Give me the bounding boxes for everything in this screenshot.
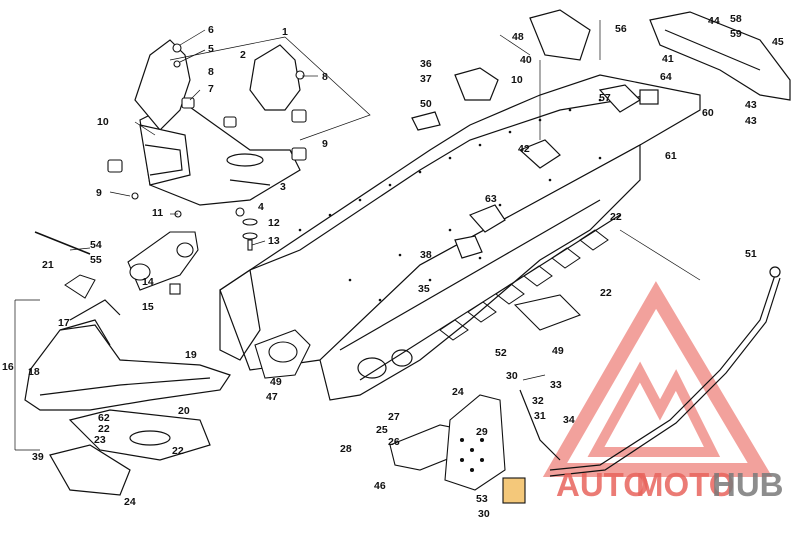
callout-6: 6 xyxy=(208,24,214,36)
callout-37: 37 xyxy=(420,73,432,85)
callout-56: 56 xyxy=(615,23,627,35)
callout-7: 7 xyxy=(208,83,214,95)
callout-16: 16 xyxy=(2,361,14,373)
callout-10: 10 xyxy=(511,74,523,86)
callout-41: 41 xyxy=(662,53,674,65)
callout-52: 52 xyxy=(495,347,507,359)
steering-mount xyxy=(127,231,199,295)
callout-5: 5 xyxy=(208,43,214,55)
callout-28: 28 xyxy=(340,443,352,455)
callout-43: 43 xyxy=(745,99,757,111)
watermark-text: AUTO MOTO HUB xyxy=(556,466,784,503)
callout-17: 17 xyxy=(58,317,70,329)
callout-24: 24 xyxy=(452,386,464,398)
watermark-logo xyxy=(542,281,773,477)
callout-8: 8 xyxy=(208,66,214,78)
callout-2: 2 xyxy=(240,49,246,61)
callout-43: 43 xyxy=(745,115,757,127)
callout-67: 67 xyxy=(0,0,12,3)
callout-9: 9 xyxy=(96,187,102,199)
callout-64: 64 xyxy=(660,71,672,83)
callout-20: 20 xyxy=(178,405,190,417)
callout-61: 61 xyxy=(665,150,677,162)
callout-40: 40 xyxy=(520,54,532,66)
callout-48: 48 xyxy=(512,31,524,43)
callout-39: 39 xyxy=(32,451,44,463)
callout-19: 19 xyxy=(185,349,197,361)
callout-50: 50 xyxy=(420,98,432,110)
rear-bumper xyxy=(519,266,781,477)
callout-54: 54 xyxy=(90,239,102,251)
callout-47: 47 xyxy=(266,391,278,403)
callout-25: 25 xyxy=(376,424,388,436)
callout-36: 36 xyxy=(420,58,432,70)
callout-35: 35 xyxy=(418,283,430,295)
callout-63: 63 xyxy=(485,193,497,205)
callout-33: 33 xyxy=(550,379,562,391)
callout-11: 11 xyxy=(152,207,163,219)
callout-49: 49 xyxy=(270,376,282,388)
front-frame xyxy=(24,299,231,496)
callout-22: 22 xyxy=(98,423,110,435)
callout-23: 23 xyxy=(94,434,106,446)
watermark-moto: MOTO xyxy=(636,466,734,503)
callout-12: 12 xyxy=(268,217,280,229)
running-board xyxy=(254,294,581,504)
callout-55: 55 xyxy=(90,254,102,266)
callout-30: 30 xyxy=(506,370,518,382)
callout-13: 13 xyxy=(268,235,280,247)
tunnel xyxy=(219,74,701,401)
callout-30: 30 xyxy=(478,508,490,520)
callout-38: 38 xyxy=(420,249,432,261)
tunnel-rivets xyxy=(298,96,632,302)
cable-tie xyxy=(34,231,91,255)
leader-lines xyxy=(14,20,701,451)
callout-58: 58 xyxy=(730,13,742,25)
callout-18: 18 xyxy=(28,366,40,378)
callout-22: 22 xyxy=(600,287,612,299)
rear-tail xyxy=(411,9,791,259)
callout-24: 24 xyxy=(124,496,136,508)
callout-59: 59 xyxy=(730,28,742,40)
callout-21: 21 xyxy=(42,259,54,271)
callout-9: 9 xyxy=(322,138,328,150)
watermark-hub: HUB xyxy=(712,466,784,503)
callout-4: 4 xyxy=(258,201,264,213)
callout-65: 65 xyxy=(0,0,12,3)
callout-26: 26 xyxy=(388,436,400,448)
callout-1: 1 xyxy=(282,26,288,38)
callout-42: 42 xyxy=(518,143,530,155)
callout-51: 51 xyxy=(745,248,757,260)
callout-66: 66 xyxy=(0,0,12,3)
small-parts xyxy=(107,43,307,251)
callout-14: 14 xyxy=(142,276,154,288)
callout-60: 60 xyxy=(702,107,714,119)
callout-15: 15 xyxy=(142,301,154,313)
callout-29: 29 xyxy=(476,426,488,438)
callout-49: 49 xyxy=(552,345,564,357)
callout-34: 34 xyxy=(563,414,575,426)
bracket-58 xyxy=(64,274,96,299)
callout-8: 8 xyxy=(322,71,328,83)
front-bulkhead xyxy=(134,39,301,206)
callout-45: 45 xyxy=(772,36,784,48)
callout-46: 46 xyxy=(374,480,386,492)
callout-53: 53 xyxy=(476,493,488,505)
callout-31: 31 xyxy=(534,410,546,422)
callout-22: 22 xyxy=(610,211,622,223)
callout-62: 62 xyxy=(98,412,110,424)
callout-32: 32 xyxy=(532,395,544,407)
callout-27: 27 xyxy=(388,411,400,423)
callout-57: 57 xyxy=(599,92,611,104)
watermark-auto: AUTO xyxy=(556,466,649,503)
callout-44: 44 xyxy=(708,15,720,27)
callout-22: 22 xyxy=(172,445,184,457)
callout-3: 3 xyxy=(280,181,286,193)
callout-10: 10 xyxy=(97,116,109,128)
